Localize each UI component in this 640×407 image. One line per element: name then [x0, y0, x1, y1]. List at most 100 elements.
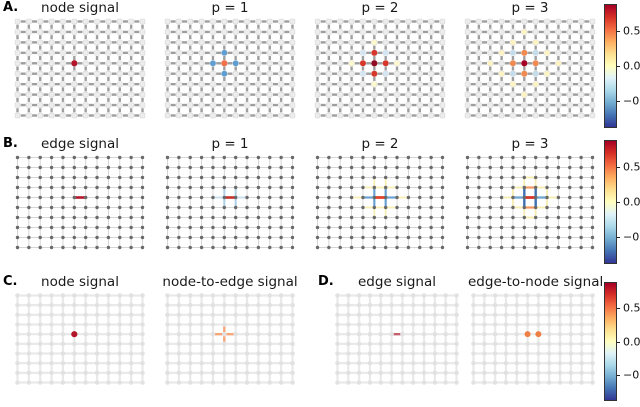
- grid-node: [187, 71, 193, 77]
- grid-node: [545, 205, 549, 210]
- grid-node: [37, 293, 43, 298]
- grid-node: [60, 112, 66, 119]
- grid-node: [454, 341, 459, 347]
- grid-node: [245, 195, 249, 200]
- grid-node: [177, 235, 181, 240]
- grid-node: [140, 341, 145, 347]
- grid-node: [536, 293, 541, 298]
- grid-node: [499, 215, 504, 220]
- grid-node: [129, 205, 133, 210]
- grid-node: [418, 195, 422, 200]
- grid-node: [378, 370, 384, 376]
- grid-node: [128, 60, 134, 66]
- grid-node: [95, 185, 99, 190]
- grid-node: [82, 112, 89, 119]
- grid-node: [176, 102, 182, 108]
- grid-node: [511, 225, 515, 230]
- grid-node: [117, 293, 123, 298]
- grid-node: [418, 165, 422, 170]
- grid-node: [128, 18, 134, 25]
- grid-node: [60, 71, 66, 77]
- grid-node: [522, 245, 527, 250]
- grid-node: [511, 165, 515, 170]
- grid-node: [590, 155, 595, 160]
- grid-node: [177, 245, 181, 250]
- grid-node: [210, 360, 216, 366]
- grid-node: [256, 185, 261, 190]
- grid-node: [279, 225, 283, 230]
- grid-node: [164, 81, 171, 87]
- grid-node: [210, 322, 216, 327]
- grid-node: [60, 18, 66, 25]
- grid-node: [188, 225, 192, 230]
- grid-node: [279, 155, 283, 160]
- grid-node: [256, 351, 261, 356]
- grid-node: [61, 175, 65, 180]
- grid-node: [105, 91, 112, 98]
- grid-node: [367, 312, 373, 318]
- grid-node: [465, 215, 470, 220]
- grid-node: [222, 155, 227, 160]
- grid-node: [522, 235, 527, 240]
- grid-node: [589, 50, 596, 56]
- signal-node: [510, 39, 516, 46]
- signal-node: [382, 71, 389, 77]
- grid-node: [140, 235, 145, 240]
- grid-node: [222, 322, 227, 327]
- colorbar-tick: [617, 202, 620, 203]
- grid-node: [244, 370, 250, 376]
- grid-node: [140, 351, 145, 356]
- grid-node: [245, 215, 249, 220]
- grid-node: [244, 360, 250, 366]
- grid-node: [15, 331, 20, 337]
- grid-node: [83, 331, 88, 337]
- grid-node: [60, 331, 66, 337]
- grid-node: [268, 165, 272, 170]
- grid-node: [188, 195, 192, 200]
- grid-node: [533, 165, 538, 170]
- grid-node: [361, 155, 365, 160]
- grid-node: [371, 29, 378, 35]
- grid-node: [26, 81, 32, 87]
- grid-node: [37, 360, 43, 366]
- grid-node: [546, 322, 552, 327]
- grid-node: [315, 245, 320, 250]
- grid-node: [61, 185, 65, 190]
- grid-node: [511, 195, 515, 200]
- grid-node: [210, 331, 216, 337]
- grid-node: [326, 102, 332, 108]
- grid-node: [464, 60, 471, 66]
- grid-node: [176, 81, 182, 87]
- grid-node: [82, 39, 89, 46]
- grid-node: [48, 39, 55, 46]
- grid-node: [406, 225, 411, 230]
- grid-node: [477, 175, 481, 180]
- grid-node: [199, 195, 204, 200]
- grid-node: [38, 155, 42, 160]
- grid-node: [60, 81, 66, 87]
- grid-node: [533, 175, 538, 180]
- grid-node: [139, 112, 146, 119]
- grid-node: [326, 18, 332, 25]
- grid-node: [443, 312, 448, 318]
- grid-node: [400, 293, 405, 298]
- grid-node: [327, 155, 331, 160]
- grid-node: [199, 293, 204, 298]
- grid-node: [326, 71, 332, 77]
- grid-node: [71, 29, 78, 35]
- grid-node: [421, 360, 427, 366]
- grid-node: [372, 185, 377, 190]
- grid-node: [511, 215, 515, 220]
- grid-node: [278, 60, 284, 66]
- signal-node: [521, 91, 528, 98]
- grid-node: [503, 351, 509, 356]
- grid-node: [72, 245, 77, 250]
- grid-node: [118, 155, 122, 160]
- grid-node: [83, 165, 88, 170]
- grid-node: [267, 380, 273, 385]
- grid-node: [429, 165, 433, 170]
- grid-node: [349, 165, 354, 170]
- grid-node: [129, 225, 133, 230]
- grid-node: [279, 245, 283, 250]
- grid-node: [210, 341, 216, 347]
